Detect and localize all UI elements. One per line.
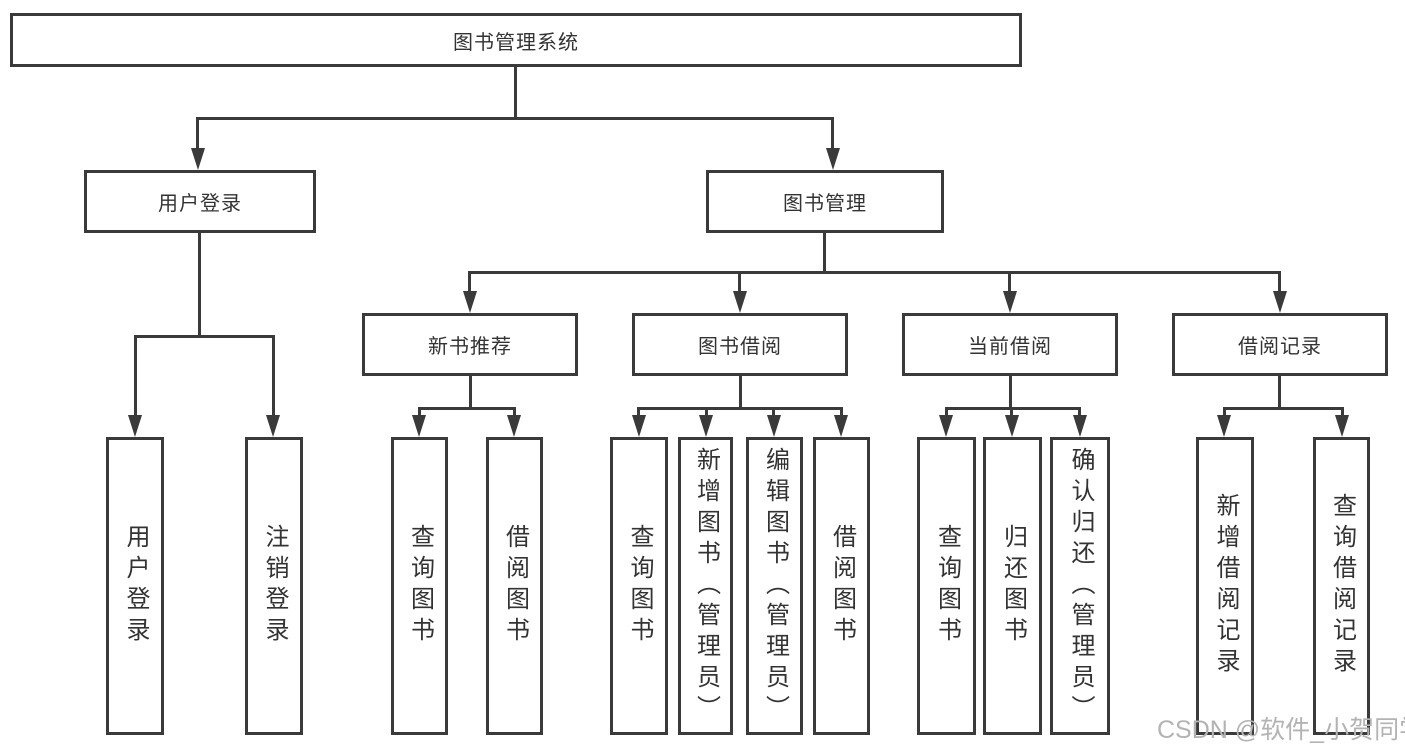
leaf-user-login: 用户登录 — [106, 437, 164, 735]
arrowhead-icon — [1073, 415, 1087, 437]
connector-drop — [705, 407, 708, 417]
node-library-management-system: 图书管理系统 — [10, 13, 1022, 67]
csdn-watermark: CSDN @软件_小贺同学 — [1157, 716, 1405, 744]
arrowhead-icon — [826, 148, 840, 170]
node-new-book-recommend: 新书推荐 — [362, 313, 578, 376]
arrowhead-icon — [1217, 415, 1231, 437]
node-label: 查询图书 — [406, 524, 434, 648]
node-label: 查询图书 — [626, 524, 653, 648]
connector-drop — [418, 407, 421, 417]
connector-drop-user-login — [196, 117, 199, 150]
connector-drop-new-book — [468, 271, 471, 293]
arrowhead-icon — [1003, 291, 1017, 313]
leaf-return-books: 归还图书 — [983, 437, 1042, 735]
arrowhead-icon — [632, 415, 646, 437]
arrowhead-icon — [834, 415, 848, 437]
connector-drop — [772, 407, 775, 417]
arrowhead-icon — [266, 415, 280, 437]
arrowhead-icon — [767, 415, 781, 437]
node-label: 注销登录 — [261, 524, 288, 648]
node-label: 图书借阅 — [698, 336, 782, 358]
arrowhead-icon — [939, 415, 953, 437]
connector-book-management-stem — [823, 233, 826, 273]
connector-drop — [1078, 407, 1081, 417]
connector-drop-leaf-user-login — [134, 335, 137, 417]
node-current-borrow: 当前借阅 — [902, 313, 1118, 376]
connector-drop — [637, 407, 640, 417]
arrowhead-icon — [463, 291, 477, 313]
connector-drop-borrow-records — [1278, 271, 1281, 293]
connector-user-login-rail — [134, 335, 275, 338]
leaf-add-books-admin: 新增图书（管理员） — [678, 437, 733, 735]
connector-book-borrow-stem — [739, 376, 742, 409]
connector-book-borrow-rail — [638, 407, 842, 410]
node-label: 图书管理 — [783, 193, 867, 215]
arrowhead-icon — [507, 415, 521, 437]
node-label: 借阅图书 — [501, 524, 529, 648]
connector-drop-book-management — [831, 117, 834, 150]
node-label: 用户登录 — [158, 193, 242, 215]
node-book-borrow: 图书借阅 — [632, 313, 848, 376]
leaf-query-books-borrow: 查询图书 — [610, 437, 668, 735]
node-label: 确认归还（管理员） — [1067, 446, 1094, 726]
connector-current-borrow-stem — [1009, 376, 1012, 409]
node-label: 新增借阅记录 — [1212, 493, 1239, 679]
arrowhead-icon — [128, 415, 142, 437]
connector-borrow-records-rail — [1223, 407, 1343, 410]
connector-root-rail — [197, 117, 834, 120]
connector-drop — [945, 407, 948, 417]
connector-book-management-rail — [469, 271, 1281, 274]
connector-drop — [1341, 407, 1344, 417]
connector-new-book-rail — [418, 407, 515, 410]
node-book-management: 图书管理 — [706, 170, 944, 233]
node-user-login: 用户登录 — [84, 170, 316, 233]
leaf-edit-books-admin: 编辑图书（管理员） — [746, 437, 803, 735]
leaf-query-borrow-record: 查询借阅记录 — [1313, 437, 1370, 735]
arrowhead-icon — [699, 415, 713, 437]
leaf-borrow-books: 借阅图书 — [813, 437, 870, 735]
arrowhead-icon — [412, 415, 426, 437]
connector-user-login-stem — [198, 233, 201, 337]
arrowhead-icon — [1005, 415, 1019, 437]
leaf-query-books-current: 查询图书 — [917, 437, 976, 735]
node-label: 查询借阅记录 — [1328, 493, 1356, 679]
leaf-add-borrow-record: 新增借阅记录 — [1196, 437, 1254, 735]
leaf-confirm-return-admin: 确认归还（管理员） — [1050, 437, 1110, 735]
connector-drop-current-borrow — [1008, 271, 1011, 293]
connector-borrow-records-stem — [1278, 376, 1281, 409]
connector-current-borrow-rail — [945, 407, 1081, 410]
connector-drop-leaf-logout — [272, 335, 275, 417]
connector-drop-book-borrow — [738, 271, 741, 293]
connector-drop — [1223, 407, 1226, 417]
node-label: 新增图书（管理员） — [692, 446, 720, 726]
arrowhead-icon — [1273, 291, 1287, 313]
arrowhead-icon — [191, 148, 205, 170]
node-label: 借阅记录 — [1238, 336, 1322, 358]
node-label: 借阅图书 — [828, 524, 856, 648]
node-label: 用户登录 — [122, 524, 149, 648]
node-label: 当前借阅 — [968, 336, 1052, 358]
connector-drop — [840, 407, 843, 417]
node-label: 新书推荐 — [428, 336, 512, 358]
node-label: 查询图书 — [933, 524, 961, 648]
leaf-query-books-recommend: 查询图书 — [391, 437, 448, 735]
leaf-logout: 注销登录 — [245, 437, 303, 735]
leaf-borrow-books-recommend: 借阅图书 — [486, 437, 543, 735]
connector-new-book-stem — [469, 376, 472, 409]
arrowhead-icon — [733, 291, 747, 313]
connector-drop — [1010, 407, 1013, 417]
node-borrow-records: 借阅记录 — [1172, 313, 1388, 376]
node-label: 归还图书 — [999, 524, 1027, 648]
connector-root-stem — [514, 67, 517, 117]
connector-drop — [513, 407, 516, 417]
arrowhead-icon — [1335, 415, 1349, 437]
node-label: 图书管理系统 — [453, 31, 579, 54]
node-label: 编辑图书（管理员） — [761, 446, 789, 726]
